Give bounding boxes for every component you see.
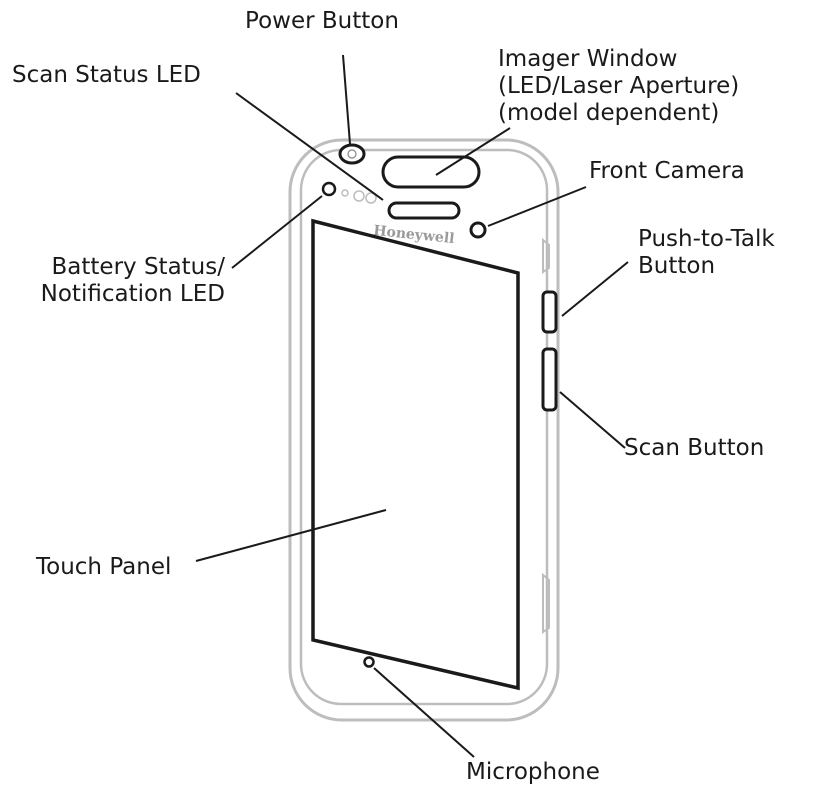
sensor-dot-icon	[353, 190, 365, 202]
leader-imager-window	[435, 127, 511, 176]
label-microphone: Microphone	[466, 759, 600, 785]
leader-microphone	[373, 667, 475, 758]
leader-power-button	[342, 54, 351, 145]
earpiece-icon	[387, 201, 461, 220]
leader-battery-led	[231, 195, 323, 269]
scan-button-icon	[541, 347, 558, 412]
leader-front-camera	[487, 186, 587, 227]
touch-panel-screen	[311, 218, 520, 691]
power-button-icon	[338, 143, 366, 165]
front-camera-icon	[469, 221, 487, 239]
label-push-to-talk: Push-to-Talk Button	[638, 226, 775, 279]
label-imager-window: Imager Window (LED/Laser Aperture) (mode…	[498, 46, 740, 126]
label-scan-status-led: Scan Status LED	[12, 62, 201, 88]
label-battery-status-led: Battery Status/ Notification LED	[40, 254, 225, 307]
label-power-button: Power Button	[245, 8, 399, 34]
leader-lines	[195, 54, 629, 758]
imager-window-icon	[381, 155, 481, 189]
battery-led-icon	[321, 181, 337, 197]
leader-scan-button	[559, 391, 626, 449]
microphone-icon	[363, 656, 375, 668]
leader-scan-status-led	[235, 92, 384, 201]
leader-push-to-talk	[561, 261, 629, 317]
label-front-camera: Front Camera	[589, 158, 745, 184]
leader-touch-panel	[195, 509, 387, 562]
push-to-talk-button-icon	[541, 290, 558, 334]
label-touch-panel: Touch Panel	[36, 554, 172, 580]
label-scan-button: Scan Button	[624, 435, 765, 461]
